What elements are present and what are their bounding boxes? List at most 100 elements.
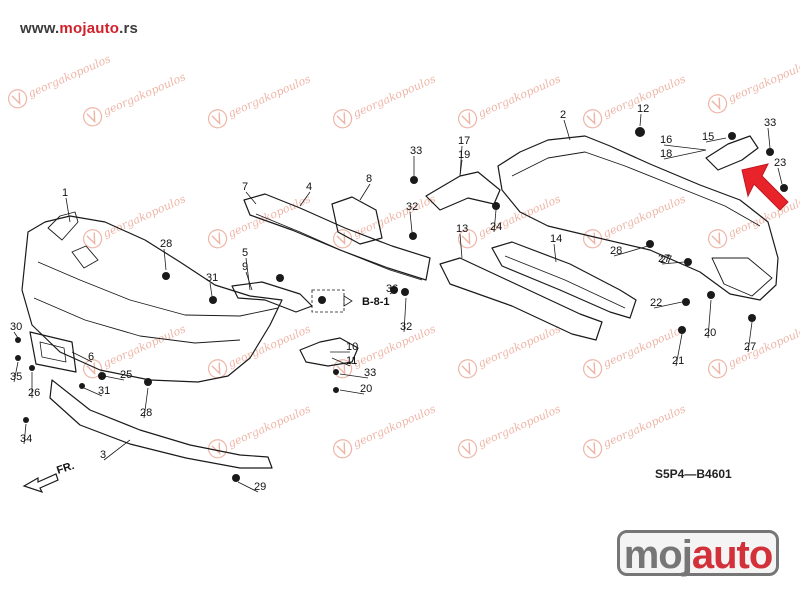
callout-29: 29	[254, 481, 266, 493]
highlight-arrow-icon	[741, 163, 789, 211]
front-lower-spoiler	[49, 379, 273, 469]
callout-9: 9	[242, 261, 248, 273]
rear-side-bracket	[705, 135, 759, 171]
watermark-seal-icon	[582, 229, 603, 249]
callout-14: 14	[550, 233, 562, 245]
leader-line	[339, 373, 369, 379]
watermark-tile: georgakopoulos	[457, 72, 563, 129]
watermark-seal-icon	[207, 439, 228, 459]
leader-line	[209, 282, 213, 297]
callout-6: 6	[88, 351, 94, 363]
watermark-seal-icon	[582, 439, 603, 459]
watermark-seal-icon	[332, 109, 353, 129]
leader-line	[23, 423, 27, 445]
callout-5: 5	[242, 247, 248, 259]
leader-line	[299, 191, 311, 207]
watermark-seal-icon	[332, 439, 353, 459]
watermark-text: georgakopoulos	[101, 322, 188, 370]
watermark-seal-icon	[457, 109, 478, 129]
watermark-text: georgakopoulos	[351, 72, 438, 120]
watermark-tile: georgakopoulos	[582, 402, 688, 459]
watermark-text: georgakopoulos	[351, 402, 438, 450]
url-prefix: www.	[20, 20, 60, 37]
reference-callout[interactable]: B-8-1	[311, 289, 390, 313]
watermark-tile: georgakopoulos	[707, 57, 800, 114]
watermark-text: georgakopoulos	[226, 402, 313, 450]
callout-10: 10	[346, 341, 358, 353]
callout-23: 23	[774, 157, 786, 169]
leader-line	[675, 333, 683, 367]
watermark-text: georgakopoulos	[351, 322, 438, 370]
watermark-text: georgakopoulos	[476, 402, 563, 450]
front-lower-bracket	[299, 337, 359, 367]
callout-33: 33	[764, 117, 776, 129]
leader-line	[389, 289, 397, 295]
watermark-tile: georgakopoulos	[207, 72, 313, 129]
leader-line	[143, 387, 149, 419]
reference-label: B-8-1	[362, 296, 390, 308]
leader-line	[13, 331, 19, 339]
rear-reinforcement-beam	[491, 241, 637, 319]
callout-1: 1	[62, 187, 68, 199]
leader-lines	[13, 113, 783, 493]
watermark-text: georgakopoulos	[226, 72, 313, 120]
callout-31: 31	[98, 385, 110, 397]
watermark-text: georgakopoulos	[351, 192, 438, 240]
watermark-text: georgakopoulos	[101, 192, 188, 240]
watermark-tile: georgakopoulos	[82, 70, 188, 127]
callout-35: 35	[10, 371, 22, 383]
callout-8: 8	[366, 173, 372, 185]
callout-25: 25	[120, 369, 132, 381]
callout-18: 18	[660, 148, 672, 160]
front-arrow-icon	[22, 473, 59, 494]
watermark-seal-icon	[7, 89, 28, 109]
callout-27: 27	[744, 341, 756, 353]
callout-30: 30	[10, 321, 22, 333]
callout-26: 26	[28, 387, 40, 399]
leader-line	[767, 127, 771, 149]
watermark-seal-icon	[707, 94, 728, 114]
direction-label: FR.	[55, 460, 76, 477]
watermark-layer: georgakopoulos georgakopoulos georgakopoul…	[7, 52, 800, 459]
logo-part-auto: auto	[691, 533, 773, 577]
watermark-tile: georgakopoulos	[82, 322, 188, 379]
leader-line	[663, 149, 707, 160]
watermark-tile: georgakopoulos	[582, 322, 688, 379]
callout-31: 31	[206, 272, 218, 284]
callout-2: 2	[560, 109, 566, 121]
callout-13: 13	[456, 223, 468, 235]
leader-line	[409, 211, 413, 233]
site-url[interactable]: www.mojauto.rs	[20, 20, 138, 37]
callout-27: 27	[658, 253, 670, 265]
callout-21: 21	[672, 355, 684, 367]
front-reinforcement-beam	[243, 193, 431, 281]
watermark-tile: georgakopoulos	[582, 192, 688, 249]
callout-7: 7	[242, 181, 248, 193]
leader-line	[403, 297, 407, 333]
front-side-spacer	[231, 281, 313, 313]
watermark-text: georgakopoulos	[226, 322, 313, 370]
fasteners	[15, 127, 788, 482]
leader-line	[705, 137, 727, 143]
callout-12: 12	[637, 103, 649, 115]
watermark-tile: georgakopoulos	[207, 192, 313, 249]
callout-20: 20	[704, 327, 716, 339]
callout-28: 28	[610, 245, 622, 257]
watermark-seal-icon	[207, 109, 228, 129]
leader-line	[339, 389, 365, 395]
license-plate-bracket	[29, 331, 77, 373]
callout-16: 16	[660, 134, 672, 146]
watermark-tile: georgakopoulos	[707, 192, 800, 249]
callout-33: 33	[364, 367, 376, 379]
watermark-seal-icon	[82, 229, 103, 249]
callout-20: 20	[360, 383, 372, 395]
leader-line	[459, 159, 463, 177]
watermark-text: georgakopoulos	[726, 322, 800, 370]
leader-line	[245, 271, 253, 291]
watermark-tile: georgakopoulos	[582, 72, 688, 129]
watermark-tile: georgakopoulos	[207, 322, 313, 379]
watermark-seal-icon	[582, 359, 603, 379]
leader-line	[237, 481, 259, 493]
